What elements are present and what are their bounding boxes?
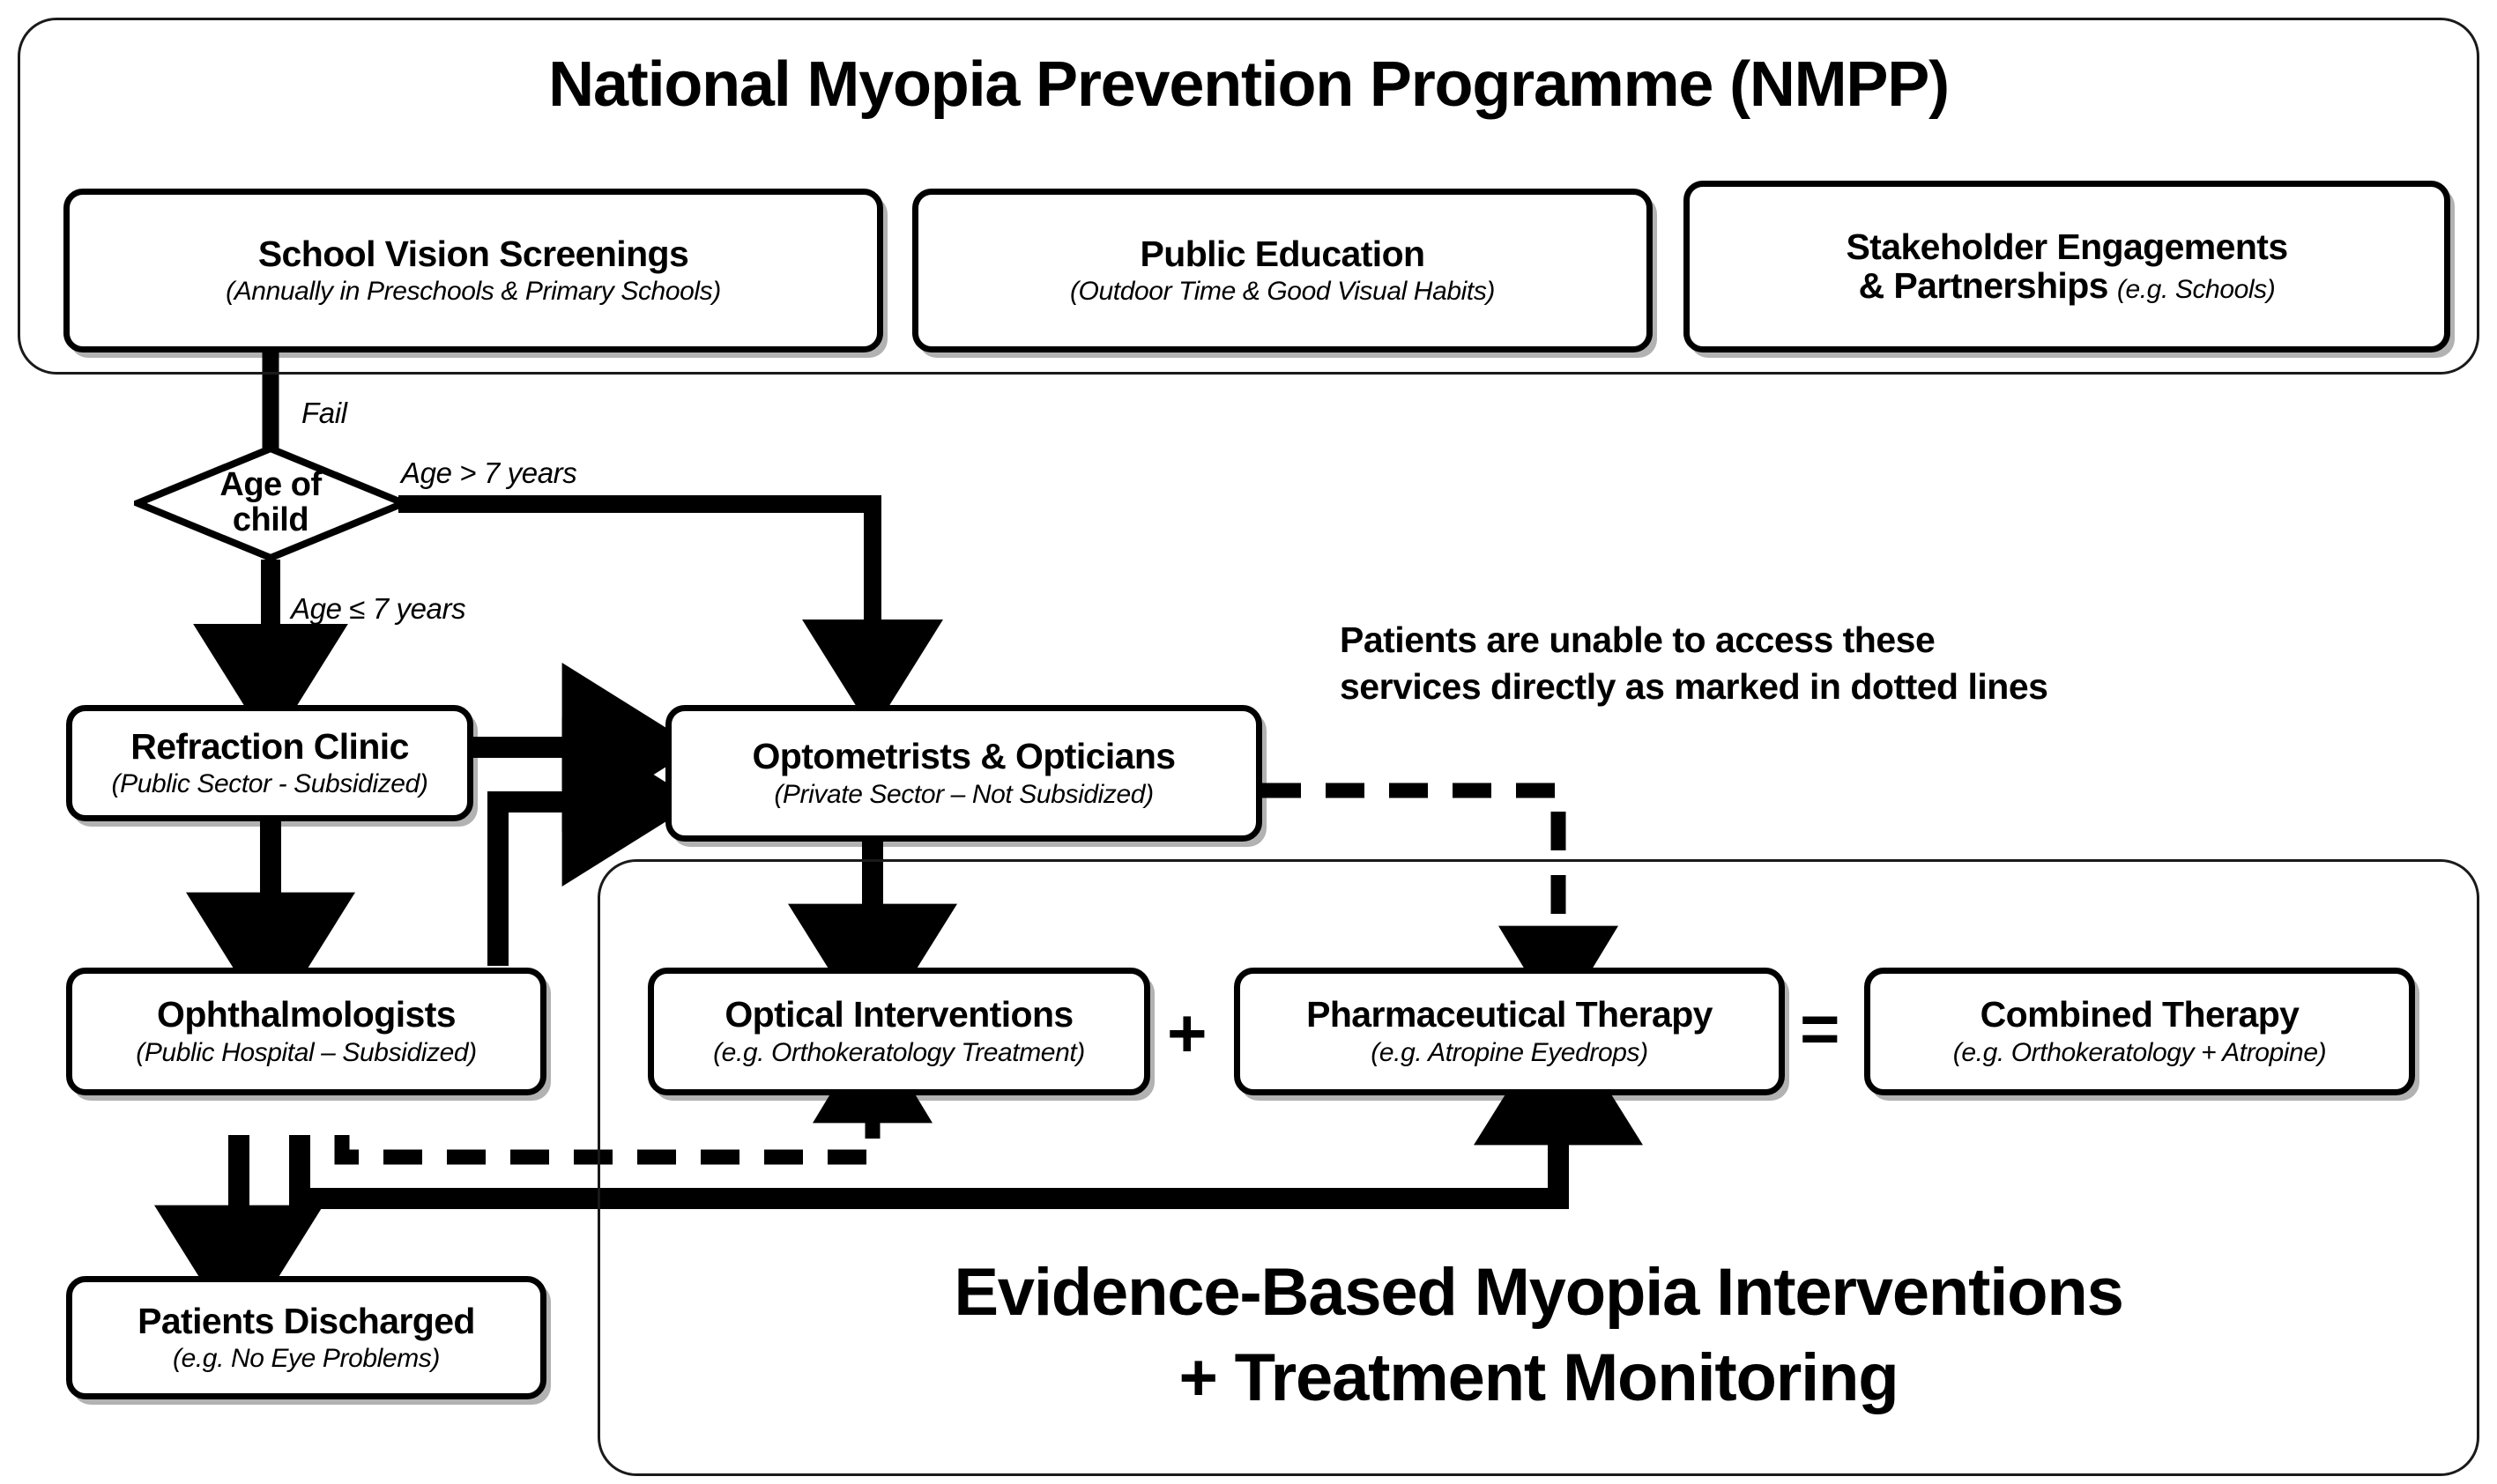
pillar-title-line2: & Partnerships [1858, 264, 2109, 306]
node-subtitle: (Public Sector - Subsidized) [111, 769, 428, 799]
pillar-public-education[interactable]: Public Education (Outdoor Time & Good Vi… [912, 189, 1653, 352]
node-title: Optometrists & Opticians [752, 736, 1177, 777]
pillar-subtitle: (e.g. Schools) [2116, 274, 2276, 304]
programme-title: National Myopia Prevention Programme (NM… [548, 49, 1950, 120]
pillar-school-vision-screenings[interactable]: School Vision Screenings (Annually in Pr… [63, 189, 883, 352]
node-refraction-clinic[interactable]: Refraction Clinic (Public Sector - Subsi… [66, 705, 473, 821]
node-subtitle: (e.g. No Eye Problems) [173, 1344, 440, 1374]
pillar-title: Stakeholder Engagements [1846, 226, 2288, 268]
edge-label-age-greater-than-7: Age > 7 years [401, 456, 577, 489]
decision-label: Age of child [134, 445, 407, 561]
node-pharmaceutical-therapy[interactable]: Pharmaceutical Therapy (e.g. Atropine Ey… [1234, 968, 1785, 1095]
access-restriction-note: Patients are unable to access these serv… [1340, 620, 2048, 708]
decision-diamond-shape [134, 445, 407, 561]
pillar-title: School Vision Screenings [257, 233, 689, 274]
node-optical-interventions[interactable]: Optical Interventions (e.g. Orthokeratol… [648, 968, 1150, 1095]
edge-decision-to-optometrists [398, 495, 943, 733]
node-title: Optical Interventions [725, 994, 1074, 1035]
interventions-frame [598, 859, 2479, 1476]
node-ophthalmologists[interactable]: Ophthalmologists (Public Hospital – Subs… [66, 968, 546, 1095]
edge-label-age-less-equal-7: Age ≤ 7 years [291, 592, 466, 625]
node-subtitle: (e.g. Orthokeratology Treatment) [713, 1037, 1085, 1067]
pillar-stakeholder-engagements[interactable]: Stakeholder Engagements & Partnerships (… [1683, 181, 2450, 352]
decision-label-line2: child [232, 501, 309, 538]
node-combined-therapy[interactable]: Combined Therapy (e.g. Orthokeratology +… [1864, 968, 2415, 1095]
node-title: Ophthalmologists [157, 994, 457, 1035]
node-subtitle: (Public Hospital – Subsidized) [136, 1037, 477, 1067]
decision-label-line1: Age of [219, 466, 322, 504]
node-patients-discharged[interactable]: Patients Discharged (e.g. No Eye Problem… [66, 1276, 546, 1399]
edge-label-fail: Fail [301, 397, 347, 429]
operator-equals: = [1800, 990, 1840, 1067]
decision-age-of-child[interactable]: Age of child [134, 445, 407, 561]
pillar-subtitle: (Annually in Preschools & Primary School… [226, 277, 721, 307]
interventions-panel-line1: Evidence-Based Myopia Interventions [954, 1255, 2124, 1330]
interventions-panel-title: Evidence-Based Myopia Interventions + Tr… [598, 1250, 2479, 1421]
interventions-panel-line2: + Treatment Monitoring [1178, 1340, 1899, 1416]
node-subtitle: (e.g. Atropine Eyedrops) [1371, 1037, 1648, 1067]
node-title: Pharmaceutical Therapy [1306, 994, 1713, 1035]
node-subtitle: (Private Sector – Not Subsidized) [774, 779, 1154, 809]
programme-frame [18, 18, 2479, 375]
pillar-subtitle: (Outdoor Time & Good Visual Habits) [1069, 277, 1496, 307]
node-title: Combined Therapy [1980, 994, 2300, 1035]
operator-plus: + [1167, 994, 1208, 1072]
pillar-title: Public Education [1140, 233, 1426, 274]
node-subtitle: (e.g. Orthokeratology + Atropine) [1952, 1037, 2327, 1067]
node-title: Patients Discharged [137, 1300, 475, 1341]
node-optometrists-opticians[interactable]: Optometrists & Opticians (Private Sector… [665, 705, 1262, 842]
node-title: Refraction Clinic [130, 725, 409, 767]
